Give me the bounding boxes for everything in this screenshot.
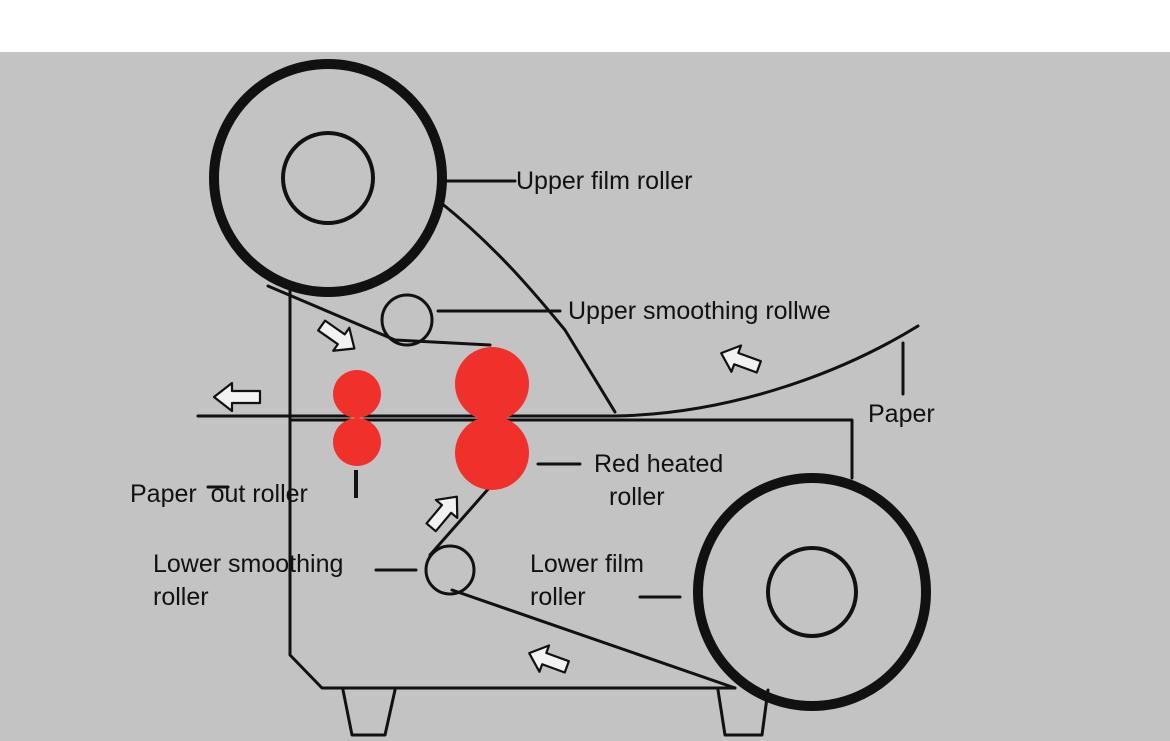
left-leg xyxy=(341,688,397,737)
arrow-icon xyxy=(317,319,356,352)
lower-smoothing-roller-label-line2: roller xyxy=(153,583,209,611)
arrow-icon xyxy=(425,495,459,533)
paper-out-roller-label: Paper out roller xyxy=(130,480,308,508)
lower-film-roller-label-line2: roller xyxy=(530,583,586,611)
arrow-icon xyxy=(528,644,570,674)
paper-out-roller-lower xyxy=(333,418,381,466)
lower-film-roller-label-line1: Lower film xyxy=(530,550,644,578)
right-leg xyxy=(716,688,770,737)
upper-film-roller-outer xyxy=(209,59,447,297)
red-heated-roller-lower xyxy=(455,416,529,490)
paper-out-roller-upper xyxy=(333,370,381,418)
red-heated-roller-label-line1: Red heated xyxy=(594,450,723,478)
paper-label: Paper xyxy=(868,400,935,428)
lower-film-path xyxy=(450,588,737,690)
machine-body-outline xyxy=(288,288,737,690)
upper-film-web xyxy=(266,284,492,347)
arrow-icon xyxy=(212,381,262,413)
upper-film-path xyxy=(438,200,617,414)
upper-film-roller-label: Upper film roller xyxy=(516,167,692,195)
upper-smoothing-roller-label: Upper smoothing rollwe xyxy=(568,297,831,325)
arrow-icon xyxy=(720,344,762,374)
red-heated-roller-label-line2: roller xyxy=(609,483,665,511)
paper-path xyxy=(196,324,920,418)
lower-film-roller-outer xyxy=(693,473,931,711)
lower-smoothing-roller xyxy=(424,544,476,596)
upper-smoothing-roller xyxy=(380,293,434,347)
lower-film-roller-core xyxy=(766,546,858,638)
upper-film-roller-core xyxy=(281,131,375,225)
red-heated-roller-upper xyxy=(455,347,529,421)
lower-smoothing-roller-label-line1: Lower smoothing xyxy=(153,550,343,578)
diagram-background xyxy=(0,52,1170,741)
